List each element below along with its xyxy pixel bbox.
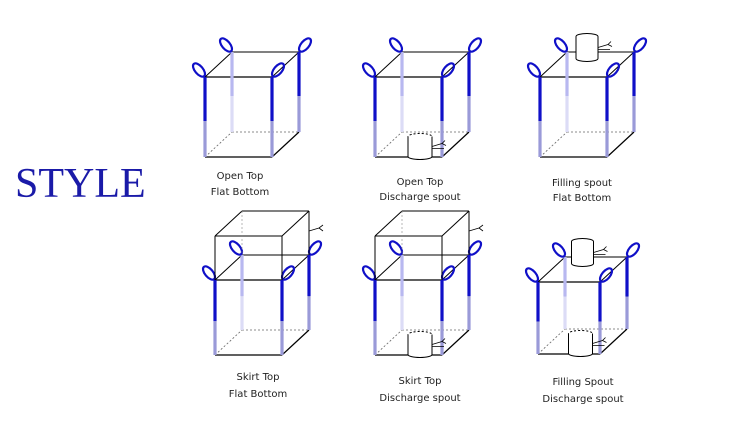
style-title: STYLE	[15, 161, 146, 207]
edge	[599, 328, 628, 355]
edge	[441, 329, 470, 356]
lifting-loop	[605, 62, 621, 78]
lifting-loop	[280, 265, 296, 281]
edge	[537, 256, 566, 283]
hidden-edge	[374, 131, 403, 158]
lifting-loop	[598, 267, 614, 283]
edge	[441, 254, 470, 281]
lifting-loop	[526, 62, 542, 78]
edge	[539, 51, 568, 78]
lifting-loop	[228, 240, 244, 256]
spout-body	[407, 136, 433, 160]
edge	[271, 51, 300, 78]
edge	[441, 210, 470, 237]
bag-3	[526, 33, 648, 158]
skirt-tie	[468, 224, 484, 232]
tie-string	[597, 41, 613, 50]
edge	[441, 51, 470, 78]
edge	[606, 131, 635, 158]
lifting-loop	[201, 265, 217, 281]
hidden-edge	[374, 329, 403, 356]
lifting-loop	[440, 62, 456, 78]
lifting-loop	[297, 37, 313, 53]
bag-2	[361, 37, 483, 160]
edge	[606, 51, 635, 78]
spout-body	[575, 36, 599, 62]
lifting-loop	[361, 265, 377, 281]
hidden-edge	[204, 131, 233, 158]
spout-body	[571, 241, 594, 267]
hidden-edge	[539, 131, 568, 158]
lifting-loop	[467, 37, 483, 53]
skirt-tie	[308, 224, 324, 232]
edge	[441, 131, 470, 158]
tie-string	[592, 337, 607, 346]
edge	[271, 131, 300, 158]
tie-string	[431, 140, 447, 149]
bag-5	[361, 210, 484, 358]
edge	[281, 254, 310, 281]
lifting-loop	[388, 240, 404, 256]
lifting-loop	[632, 37, 648, 53]
tie-string	[593, 246, 608, 255]
hidden-edge	[537, 328, 566, 355]
lifting-loop	[218, 37, 234, 53]
hidden-edge	[214, 329, 243, 356]
edge	[281, 210, 310, 237]
lifting-loop	[307, 240, 323, 256]
edge	[204, 51, 233, 78]
lifting-loop	[553, 37, 569, 53]
edge	[599, 256, 628, 283]
bag-4	[201, 210, 324, 356]
lifting-loop	[388, 37, 404, 53]
lifting-loop	[467, 240, 483, 256]
edge	[214, 210, 243, 237]
lifting-loop	[440, 265, 456, 281]
edge	[374, 51, 403, 78]
tie-string	[431, 338, 447, 347]
edge	[214, 254, 243, 281]
edge	[374, 254, 403, 281]
edge	[374, 210, 403, 237]
lifting-loop	[361, 62, 377, 78]
lifting-loop	[191, 62, 207, 78]
bag-1	[191, 37, 313, 158]
lifting-loop	[270, 62, 286, 78]
lifting-loop	[524, 267, 540, 283]
bag-6	[524, 238, 641, 357]
spout-body	[568, 333, 593, 357]
spout-body	[407, 334, 433, 358]
lifting-loop	[551, 242, 567, 258]
lifting-loop	[625, 242, 641, 258]
edge	[281, 329, 310, 356]
